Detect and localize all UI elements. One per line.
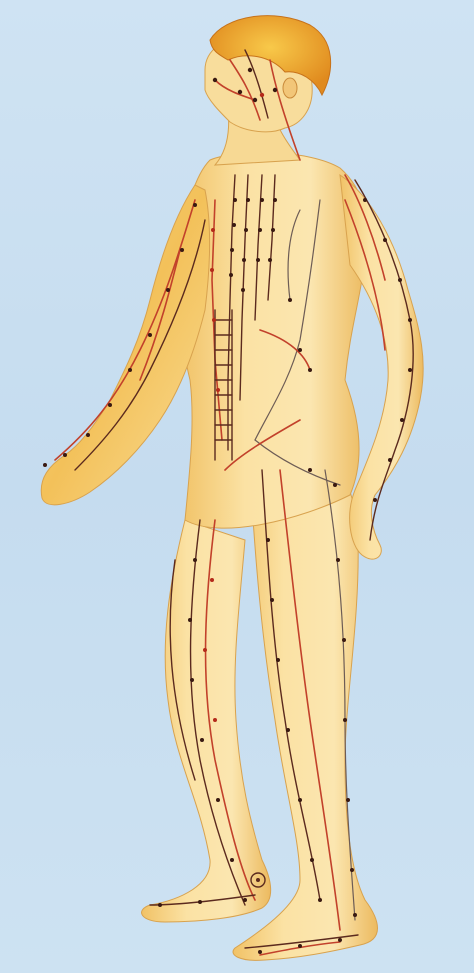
- right-arm: [340, 175, 423, 559]
- ear: [283, 78, 297, 98]
- left-leg: [142, 520, 271, 922]
